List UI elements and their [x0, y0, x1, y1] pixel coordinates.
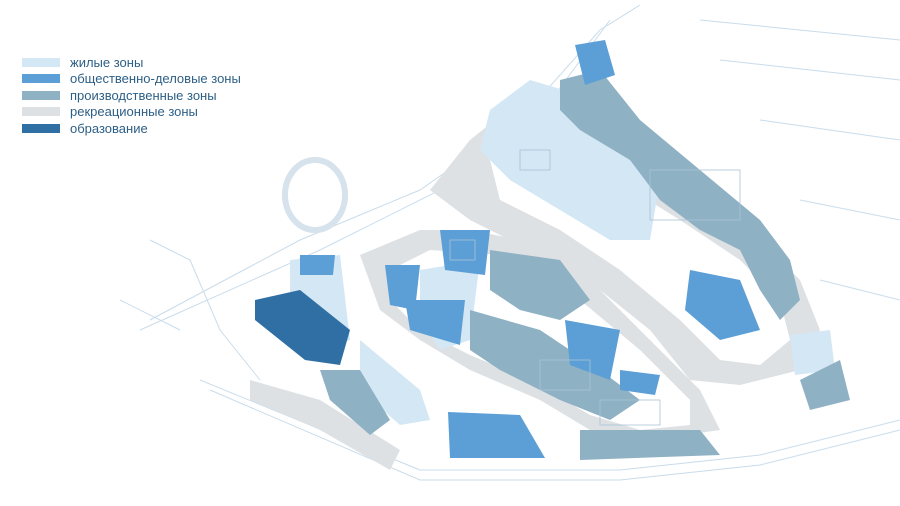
legend-label: жилые зоны: [70, 54, 144, 70]
legend-label: производственные зоны: [70, 87, 217, 103]
legend-label: общественно-деловые зоны: [70, 71, 241, 87]
legend-swatch: [22, 57, 60, 67]
public-business-zones: [300, 40, 760, 458]
building-outlines: [449, 149, 741, 426]
legend-item: производственные зоны: [22, 87, 241, 104]
legend-label: рекреационные зоны: [70, 104, 198, 120]
legend-item: рекреационные зоны: [22, 104, 241, 121]
education-zones: [255, 290, 350, 365]
legend-item: жилые зоны: [22, 54, 241, 71]
legend-item: общественно-деловые зоны: [22, 71, 241, 88]
legend-item: образование: [22, 120, 241, 137]
legend-swatch: [22, 74, 60, 84]
legend-label: образование: [70, 120, 148, 136]
legend-swatch: [22, 107, 60, 117]
legend-swatch: [22, 90, 60, 100]
industrial-zones: [320, 70, 850, 460]
legend-swatch: [22, 123, 60, 133]
